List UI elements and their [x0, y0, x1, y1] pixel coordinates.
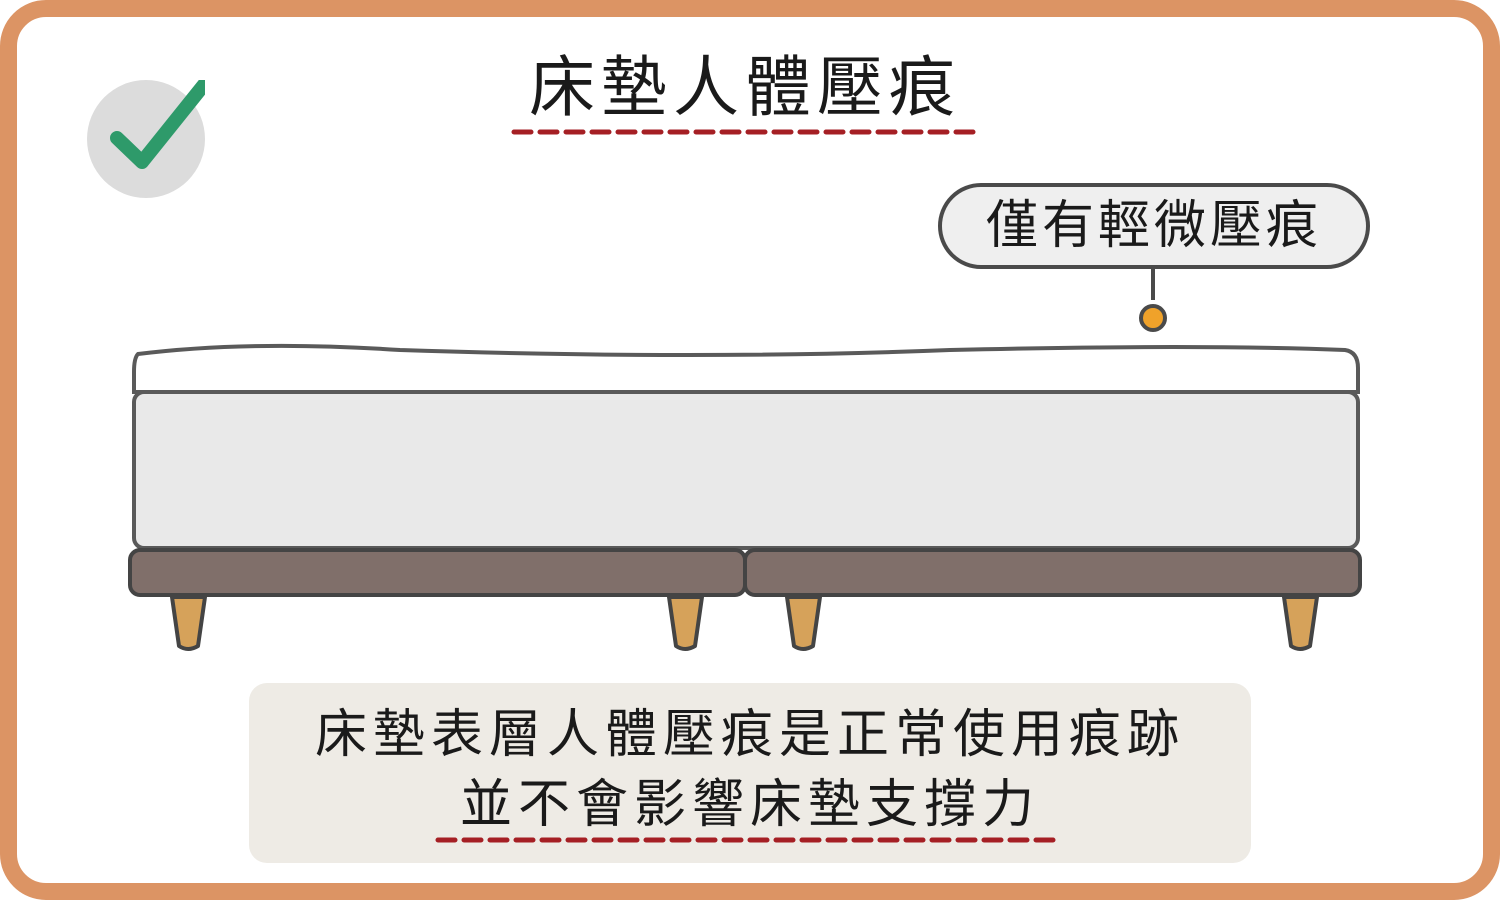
mattress-top-layer: [132, 343, 1360, 394]
check-badge: [87, 80, 205, 198]
caption-line-2: 並不會影響床墊支撐力: [459, 775, 1040, 835]
bed-leg-4: [1282, 595, 1319, 651]
bed-leg-2: [667, 595, 704, 651]
page-title: 床墊人體壓痕: [529, 49, 961, 126]
caption-underline: [435, 837, 1063, 843]
bed-leg-3: [785, 595, 822, 651]
bed-base-left: [128, 548, 747, 597]
title-underline: [511, 129, 979, 135]
caption-box: 床墊表層人體壓痕是正常使用痕跡 並不會影響床墊支撐力: [249, 683, 1251, 863]
caption-line-1: 床墊表層人體壓痕是正常使用痕跡: [314, 705, 1185, 765]
marker-dot: [1139, 304, 1167, 332]
bed-base-right: [743, 548, 1362, 597]
check-icon: [110, 80, 205, 169]
callout-bubble: 僅有輕微壓痕: [938, 183, 1370, 269]
bed-leg-1: [170, 595, 207, 651]
